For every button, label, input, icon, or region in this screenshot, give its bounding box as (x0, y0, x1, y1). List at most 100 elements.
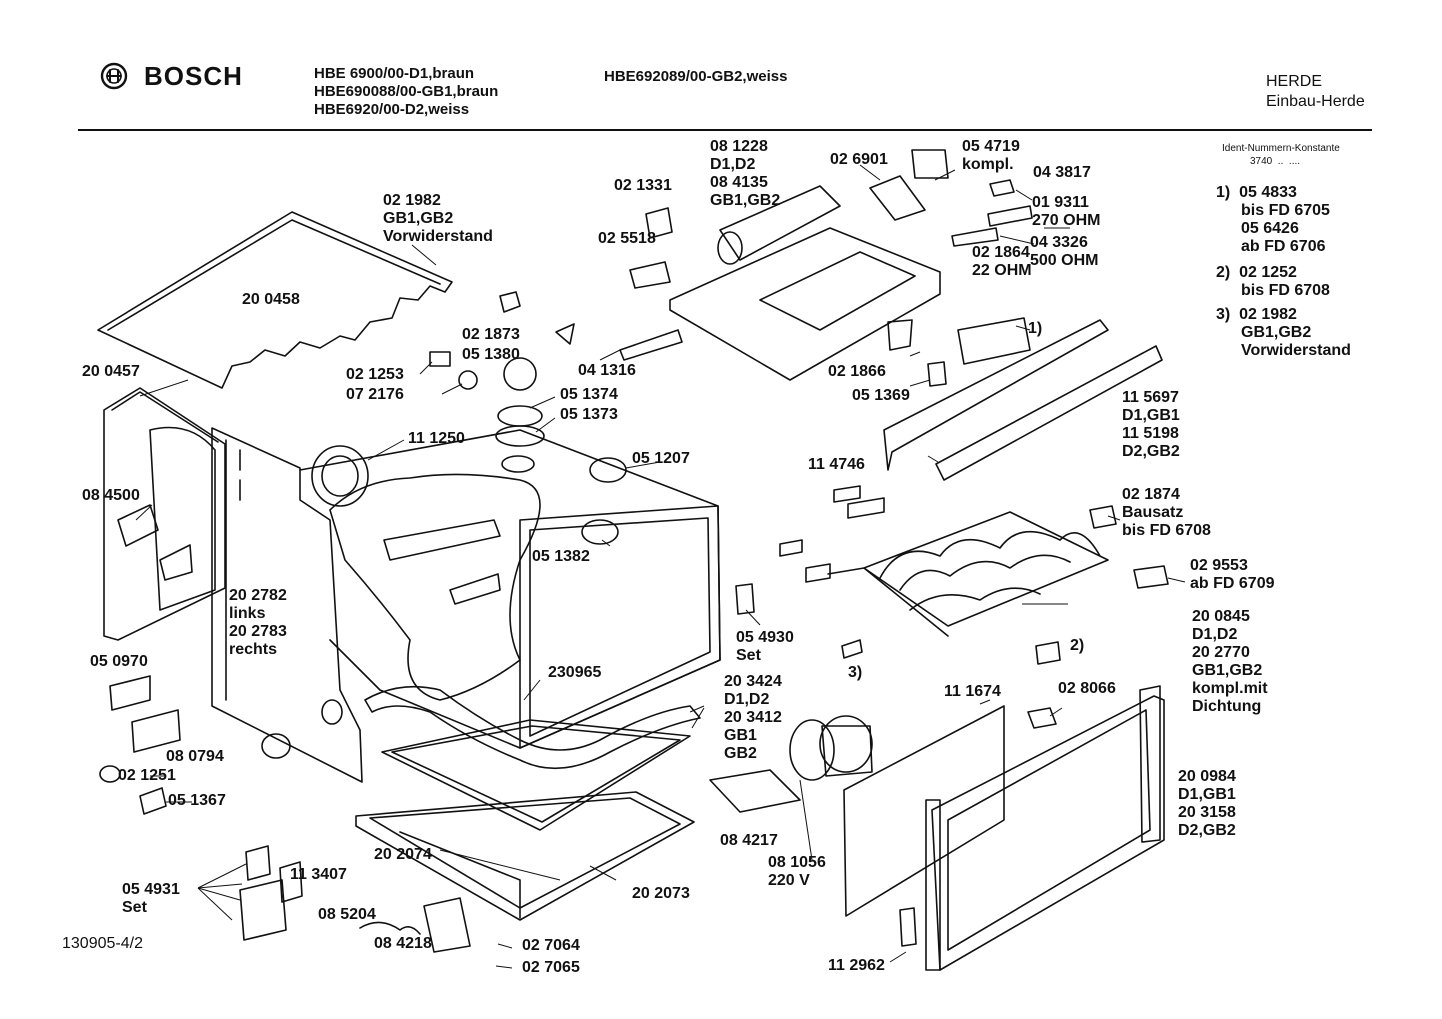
part-label-line: 05 4719 (962, 138, 1020, 155)
part-label-line: 02 1251 (118, 767, 176, 784)
part-label-line: 08 1228 (710, 138, 768, 155)
part-label-line: 20 3412 (724, 709, 782, 726)
part-label: 02 8066 (1058, 680, 1116, 698)
part-label-line: kompl. (962, 156, 1014, 173)
part-label: 02 1251 (118, 767, 176, 785)
part-label-line: 07 2176 (346, 386, 404, 403)
part-label-line: bis FD 6708 (1122, 522, 1211, 539)
category-line-2: Einbau-Herde (1266, 93, 1365, 110)
part-label-line: 11 3407 (290, 866, 347, 883)
part-label: 130905-4/2 (62, 935, 143, 953)
part-label: 08 4500 (82, 487, 140, 505)
part-label-line: 02 7065 (522, 959, 580, 976)
part-label-line: 20 2782 (229, 587, 287, 604)
part-label-line: Vorwiderstand (383, 228, 493, 245)
part-label-line: 08 4217 (720, 832, 778, 849)
part-label: 2) (1070, 637, 1084, 655)
part-label-line: 270 OHM (1032, 212, 1101, 229)
part-label-line: 05 1374 (560, 386, 618, 403)
part-label-line: kompl.mit (1192, 680, 1268, 697)
part-label-line: D1,GB1 (1122, 407, 1180, 424)
part-label-line: 08 0794 (166, 748, 224, 765)
part-label: 05 1380 (462, 346, 520, 364)
part-label-line: 11 2962 (828, 957, 885, 974)
lower-heating-element (779, 485, 1169, 637)
part-label-line: 2) (1070, 637, 1085, 654)
part-label-line: D1,D2 (724, 691, 770, 708)
part-label-line: 02 1864 (972, 244, 1030, 261)
part-label: 07 2176 (346, 386, 404, 404)
hinge-bracket (709, 583, 1061, 947)
part-label: 20 2074 (374, 846, 432, 864)
part-label-line: D2,GB2 (1122, 443, 1180, 460)
control-panel-strip (883, 317, 1163, 481)
ident-title: Ident-Nummern-Konstante (1222, 143, 1340, 154)
part-label-line: GB1,GB2 (710, 192, 781, 209)
part-label-line: 08 1056 (768, 854, 826, 871)
part-label: 05 1367 (168, 792, 226, 810)
part-label: 20 0457 (82, 363, 140, 381)
part-label-line: 11 5198 (1122, 425, 1179, 442)
part-label-line: 11 4746 (808, 456, 865, 473)
part-label-line: GB1,GB2 (1192, 662, 1263, 679)
part-label: 02 7065 (522, 959, 580, 977)
part-label: 02 5518 (598, 230, 656, 248)
ident-value: 3740 .. .... (1250, 156, 1301, 167)
part-label: 11 2962 (828, 957, 885, 975)
model-line-1: HBE 6900/00-D1,braun (314, 65, 475, 82)
part-label-line: 05 1380 (462, 346, 520, 363)
model-line-3: HBE6920/00-D2,weiss (314, 101, 470, 118)
part-label-line: D1,GB1 (1178, 786, 1236, 803)
part-label: 08 0794 (166, 748, 224, 766)
bottom-frame (355, 791, 695, 921)
part-label-line: 20 2783 (229, 623, 287, 640)
part-label-line: 04 3326 (1030, 234, 1088, 251)
part-label-line: 04 1316 (578, 362, 636, 379)
part-label-line: 20 3424 (724, 673, 782, 690)
part-label-line: 20 3158 (1178, 804, 1236, 821)
part-label: 20 0458 (242, 291, 300, 309)
part-label: 04 1316 (578, 362, 636, 380)
part-label: 3) (848, 664, 862, 682)
part-label-line: 04 3817 (1033, 164, 1091, 181)
part-label: 02 1253 (346, 366, 404, 384)
part-label-line: 05 4931 (122, 881, 180, 898)
part-label-line: 02 9553 (1190, 557, 1248, 574)
part-label-line: Set (736, 647, 761, 664)
part-label-line: 02 1873 (462, 326, 520, 343)
part-label-line: rechts (229, 641, 278, 658)
top-cover-panel (97, 211, 453, 389)
part-label-line: 500 OHM (1030, 252, 1099, 269)
part-label: 1) (1028, 320, 1042, 338)
fan-motor (789, 715, 873, 781)
part-label: 05 1382 (532, 548, 590, 566)
part-label: 05 1373 (560, 406, 618, 424)
part-label-line: Bausatz (1122, 504, 1184, 521)
part-label-line: 20 0458 (242, 291, 300, 308)
part-label-line: 02 7064 (522, 937, 580, 954)
part-label-line: 01 9311 (1032, 194, 1089, 211)
part-label-line: 11 1674 (944, 683, 1001, 700)
part-label-line: 20 0845 (1192, 608, 1250, 625)
part-label-line: Set (122, 899, 147, 916)
part-label: 05 0970 (90, 653, 148, 671)
part-label-line: links (229, 605, 266, 622)
left-side-panel (103, 387, 226, 641)
part-label-line: 20 2073 (632, 885, 690, 902)
part-label-line: 20 0457 (82, 363, 140, 380)
small-parts-left (99, 675, 471, 953)
part-label-line: D2,GB2 (1178, 822, 1236, 839)
part-label-line: 20 2770 (1192, 644, 1250, 661)
part-label: 05 1369 (852, 387, 910, 405)
part-label-line: 05 1207 (632, 450, 690, 467)
knob-assembly (429, 291, 627, 545)
